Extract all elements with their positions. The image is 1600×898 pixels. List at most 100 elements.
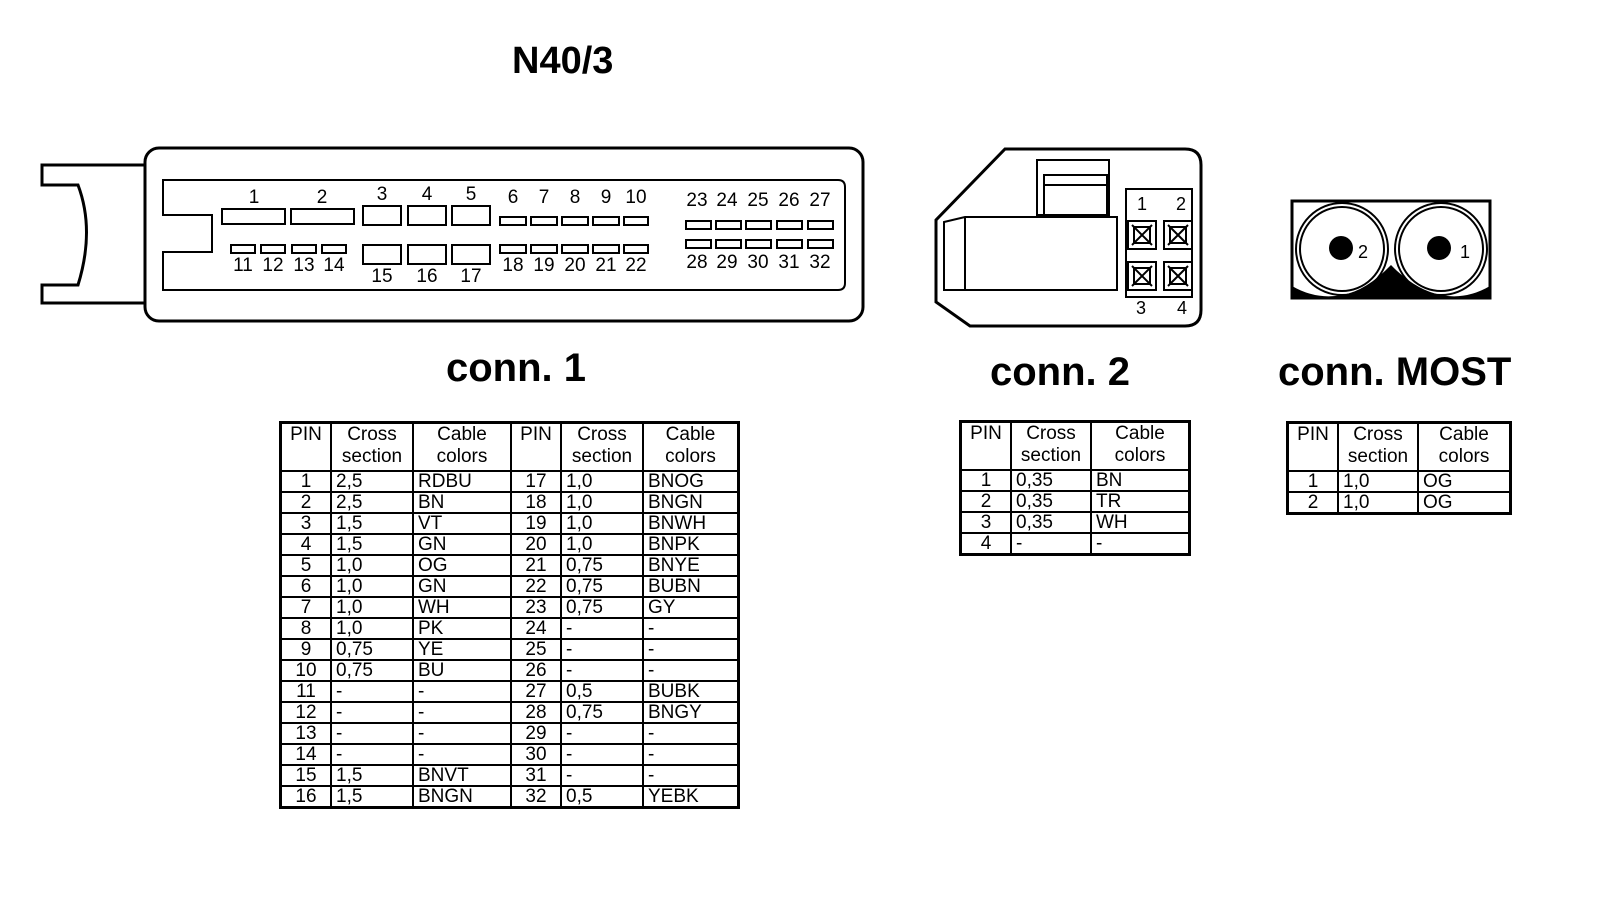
pin-number-cell: 18 [510,491,562,514]
pin-label: 29 [716,252,737,273]
cross-section-cell: 0,75 [330,638,414,661]
table-row: 4-- [959,532,1191,556]
cross-section-cell: 1,0 [330,554,414,577]
cross-section-cell: 0,35 [1010,511,1092,534]
cross-section-cell: - [330,743,414,766]
pin-number-cell: 17 [510,470,562,493]
cross-section-cell: 1,0 [560,491,644,514]
cross-section-cell: 0,75 [560,701,644,724]
pin-label: 19 [533,255,554,276]
pin-label: 10 [625,187,646,208]
pin-number-cell: 15 [279,764,332,787]
header-pin: PIN [279,421,332,472]
cable-color-cell: OG [412,554,512,577]
header-pin: PIN [959,420,1012,471]
cable-color-cell: OG [1417,470,1512,493]
cable-color-cell: WH [412,596,512,619]
pin-number-cell: 1 [279,470,332,493]
pin-label: 4 [1177,298,1187,318]
pin-label: 20 [564,255,585,276]
pin-number-cell: 4 [959,532,1012,556]
pin-number-cell: 5 [279,554,332,577]
pin-label: 2 [1176,194,1186,214]
cross-section-cell: 1,0 [560,512,644,535]
pin-number-cell: 14 [279,743,332,766]
cable-color-cell: BNGN [642,491,740,514]
pin-label: 17 [460,266,481,287]
pin-label: 4 [422,184,433,205]
conn1-drawing: 1 2 3 4 5 6 7 8 9 10 23 24 25 26 27 11 1… [40,146,865,323]
cross-section-cell: - [1010,532,1092,556]
cable-color-cell: OG [1417,491,1512,515]
cross-section-cell: 2,5 [330,491,414,514]
pin-number-cell: 11 [279,680,332,703]
pin-label: 1 [1460,242,1470,262]
cable-color-cell: YEBK [642,785,740,809]
cable-color-cell: BUBK [642,680,740,703]
cross-section-cell: - [560,743,644,766]
cross-section-cell: 1,0 [1337,470,1419,493]
cable-color-cell: - [412,701,512,724]
cable-color-cell: - [1090,532,1191,556]
pin-number-cell: 32 [510,785,562,809]
cross-section-cell: - [330,701,414,724]
cross-section-cell: 1,0 [1337,491,1419,515]
pin-label: 15 [371,266,392,287]
cable-color-cell: YE [412,638,512,661]
cable-color-cell: - [642,617,740,640]
pin-label: 8 [570,187,581,208]
cross-section-cell: 1,5 [330,785,414,809]
cross-section-cell: 0,75 [560,596,644,619]
cross-section-cell: 0,75 [560,554,644,577]
cross-section-cell: 1,0 [560,533,644,556]
cable-color-cell: BNYE [642,554,740,577]
cable-color-cell: BNWH [642,512,740,535]
pin-number-cell: 4 [279,533,332,556]
pin-label: 13 [293,255,314,276]
pin-label: 11 [233,255,253,276]
cross-section-cell: 0,75 [330,659,414,682]
conn2-drawing: 1 2 3 4 [934,147,1203,328]
pin-number-cell: 13 [279,722,332,745]
cable-color-cell: BNVT [412,764,512,787]
pin-label: 30 [747,252,768,273]
cable-color-cell: VT [412,512,512,535]
pin-label: 1 [1137,194,1147,214]
page-title: N40/3 [512,40,614,82]
pin-label: 16 [416,266,437,287]
pin-number-cell: 30 [510,743,562,766]
cable-color-cell: PK [412,617,512,640]
cross-section-cell: 0,5 [560,785,644,809]
pin-number-cell: 1 [1286,470,1339,493]
pin-label: 21 [595,255,616,276]
pin-number-cell: 28 [510,701,562,724]
cable-color-cell: BNGY [642,701,740,724]
pin-label: 23 [686,190,707,211]
cross-section-cell: 1,0 [330,596,414,619]
cross-section-cell: 1,0 [560,470,644,493]
pin-number-cell: 25 [510,638,562,661]
cable-color-cell: - [642,764,740,787]
pin-number-cell: 8 [279,617,332,640]
pin-number-cell: 22 [510,575,562,598]
pin-number-cell: 6 [279,575,332,598]
cable-color-cell: BN [412,491,512,514]
cable-color-cell: BN [1090,469,1191,492]
pin-label: 26 [778,190,799,211]
pin-number-cell: 2 [959,490,1012,513]
